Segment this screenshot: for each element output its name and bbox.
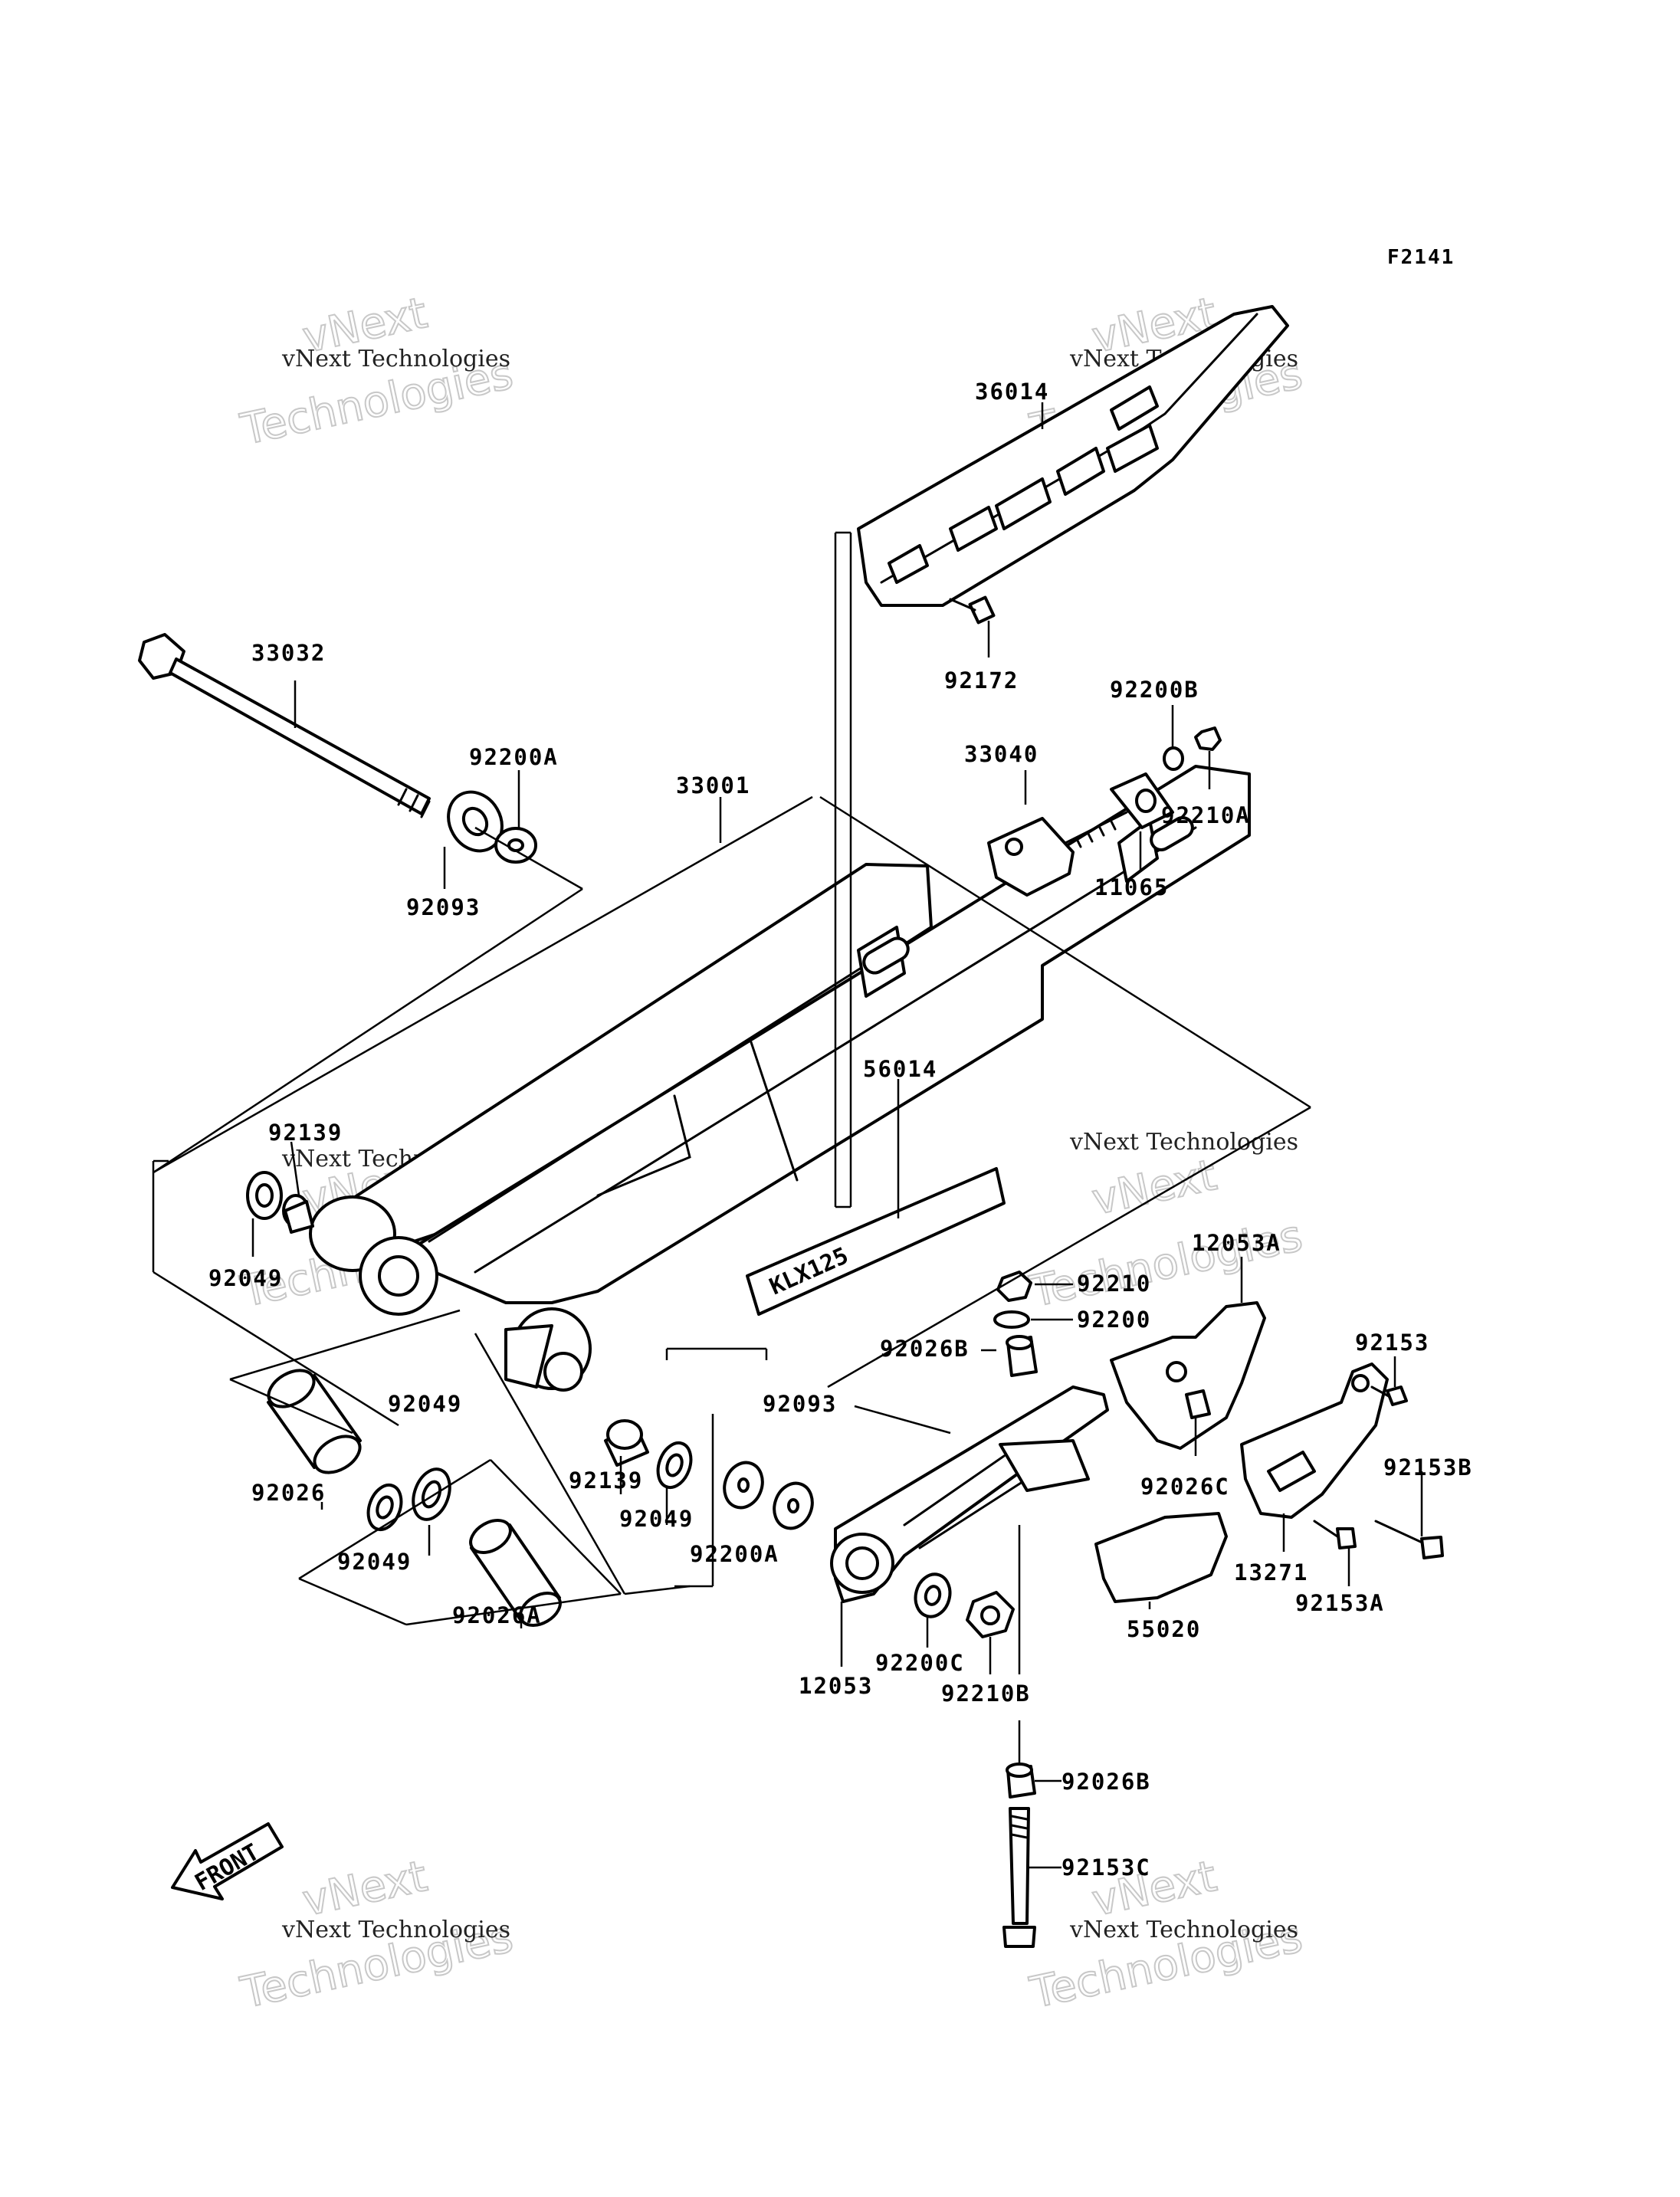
nut-92210 bbox=[996, 1271, 1032, 1302]
label-33040: 33040 bbox=[964, 741, 1039, 767]
svg-text:vNext Technologies: vNext Technologies bbox=[1069, 1129, 1298, 1156]
label-92153C: 92153C bbox=[1061, 1854, 1151, 1881]
washer-92200A-low bbox=[723, 1461, 814, 1530]
label-92026B-top: 92026B bbox=[880, 1336, 970, 1362]
adjuster-33040 bbox=[987, 811, 1128, 897]
collar-92026A bbox=[469, 1519, 562, 1627]
nut-92210A bbox=[1194, 726, 1222, 751]
spacer-92026B-top bbox=[1006, 1335, 1038, 1377]
label-92210B: 92210B bbox=[941, 1681, 1031, 1707]
svg-text:vNext Technologies: vNext Technologies bbox=[281, 1917, 510, 1943]
spacer-92026B-low bbox=[1006, 1763, 1036, 1799]
guide-12053A bbox=[1110, 1301, 1266, 1450]
svg-text:vNext Technologies: vNext Technologies bbox=[1069, 1917, 1298, 1943]
swingarm-33001: KLX125 bbox=[309, 765, 1251, 1392]
label-92210: 92210 bbox=[1077, 1271, 1151, 1297]
cover-11065 bbox=[1110, 772, 1174, 829]
label-92026A: 92026A bbox=[452, 1602, 542, 1628]
label-92093-mid: 92093 bbox=[763, 1391, 837, 1417]
part-labels: 36014 92172 33032 92200A 33001 92093 922… bbox=[208, 379, 1473, 1881]
washer-92200C bbox=[914, 1572, 952, 1618]
guard-pad-55020 bbox=[1094, 1512, 1228, 1603]
label-92200: 92200 bbox=[1077, 1307, 1151, 1333]
seal-92049-mid bbox=[656, 1441, 693, 1490]
watermark-mid-right: vNext Technologies vNext Technologies bbox=[1025, 1129, 1307, 1318]
bushing-92139-left bbox=[282, 1194, 314, 1234]
seal-92049-inner bbox=[412, 1467, 451, 1521]
label-92172: 92172 bbox=[944, 667, 1019, 694]
label-92049-low: 92049 bbox=[337, 1549, 412, 1575]
label-12053A: 12053A bbox=[1192, 1230, 1281, 1256]
label-12053: 12053 bbox=[799, 1673, 873, 1699]
bracket-13271 bbox=[1240, 1362, 1389, 1519]
label-13271: 13271 bbox=[1234, 1559, 1308, 1585]
svg-text:Technologies: Technologies bbox=[1025, 1211, 1306, 1317]
label-92200A-low: 92200A bbox=[690, 1541, 779, 1567]
svg-text:vNext: vNext bbox=[1088, 1150, 1221, 1225]
label-92026C: 92026C bbox=[1140, 1474, 1230, 1500]
nut-92210B bbox=[966, 1591, 1015, 1638]
label-92049-left: 92049 bbox=[208, 1265, 283, 1291]
figure-code: F2141 bbox=[1387, 246, 1455, 269]
label-11065: 11065 bbox=[1094, 874, 1169, 900]
collar-92026 bbox=[267, 1369, 362, 1474]
label-92093-top: 92093 bbox=[406, 894, 481, 920]
label-92153A: 92153A bbox=[1295, 1590, 1385, 1616]
label-33001: 33001 bbox=[676, 772, 750, 798]
bolt-92153 bbox=[1370, 1385, 1408, 1406]
washer-92200B bbox=[1163, 746, 1184, 771]
label-92200C: 92200C bbox=[875, 1650, 965, 1676]
label-92049-mid-top: 92049 bbox=[388, 1391, 462, 1417]
leader-lines bbox=[152, 402, 1423, 1869]
front-arrow-icon: FRONT bbox=[171, 1822, 284, 1900]
bolt-92153A bbox=[1313, 1520, 1357, 1549]
pivot-shaft-33032 bbox=[138, 633, 431, 818]
screw-92172 bbox=[949, 595, 996, 625]
label-92049-inner: 92049 bbox=[619, 1506, 694, 1532]
label-55020: 55020 bbox=[1127, 1616, 1201, 1642]
bushing-92139-mid bbox=[604, 1419, 649, 1467]
pin-92026C bbox=[1185, 1389, 1211, 1419]
label-92153: 92153 bbox=[1355, 1330, 1429, 1356]
washer-92200A-top bbox=[494, 827, 537, 864]
bolt-92153B bbox=[1374, 1520, 1444, 1559]
svg-text:vNext Technologies: vNext Technologies bbox=[281, 346, 510, 372]
label-33032: 33032 bbox=[251, 640, 326, 666]
watermark-bottom-left: vNext Technologies vNext Technologies bbox=[235, 1851, 517, 2019]
label-92200A-top: 92200A bbox=[469, 744, 559, 770]
label-92026: 92026 bbox=[251, 1480, 326, 1506]
washer-92200 bbox=[993, 1310, 1030, 1329]
label-92210A: 92210A bbox=[1161, 802, 1251, 828]
label-92139-mid: 92139 bbox=[569, 1467, 643, 1494]
chain-slider-12053 bbox=[830, 1385, 1109, 1603]
label-36014: 36014 bbox=[975, 379, 1049, 405]
watermark-top-left: vNext Technologies vNext Technologies bbox=[235, 287, 517, 456]
label-92153B: 92153B bbox=[1383, 1454, 1473, 1481]
bolt-92153C bbox=[1002, 1807, 1036, 1948]
seal-92049-low bbox=[366, 1483, 403, 1532]
label-56014: 56014 bbox=[863, 1056, 937, 1082]
label-92200B: 92200B bbox=[1110, 677, 1199, 703]
seal-92049-left bbox=[246, 1171, 283, 1220]
label-92026B-low: 92026B bbox=[1061, 1769, 1151, 1795]
chain-guard-36014 bbox=[857, 305, 1289, 607]
svg-text:vNext: vNext bbox=[298, 1851, 431, 1926]
label-92139-left: 92139 bbox=[268, 1120, 343, 1146]
